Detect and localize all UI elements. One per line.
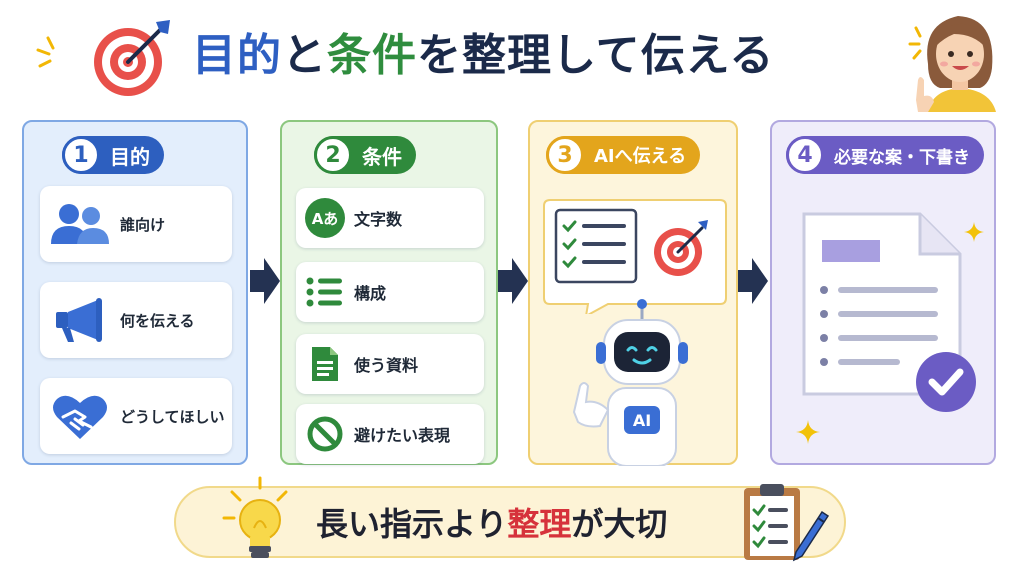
list-item: 構成 — [296, 262, 484, 322]
lightbulb-icon — [222, 476, 288, 558]
step-panel-purpose: 1 目的 誰向け 何を伝える — [22, 120, 248, 465]
handshake-heart-icon — [53, 395, 107, 439]
sparkle-lines-icon — [908, 26, 922, 60]
item-label: どうしてほしい — [120, 407, 225, 426]
step-header: 3 AIへ伝える — [546, 136, 701, 174]
target-icon — [654, 220, 708, 276]
sparkle-lines-icon — [36, 36, 55, 68]
item-label: 誰向け — [120, 215, 166, 234]
item-label: 文字数 — [354, 210, 403, 229]
item-label: 構成 — [354, 284, 387, 303]
takeaway-part1: 長い指示より — [316, 505, 508, 543]
document-icon — [312, 347, 338, 381]
step-header: 2 条件 — [314, 136, 416, 174]
prohibited-icon — [307, 416, 343, 452]
megaphone-icon — [56, 298, 102, 342]
takeaway-banner: 長い指示より整理が大切 — [174, 476, 846, 562]
title-purpose: 目的 — [192, 30, 282, 81]
step-number: 2 — [314, 136, 352, 174]
check-circle-icon — [916, 352, 976, 412]
item-label: 使う資料 — [354, 356, 419, 375]
list-item: 使う資料 — [296, 334, 484, 394]
step-number: 1 — [62, 136, 100, 174]
step-number: 3 — [546, 136, 584, 174]
list-item: 何を伝える — [40, 282, 232, 358]
title-particle: と — [282, 30, 327, 81]
woman-avatar-icon — [916, 16, 996, 112]
takeaway-highlight: 整理 — [507, 505, 572, 543]
page-title: 目的と条件を整理して伝える — [192, 26, 912, 86]
item-label: 何を伝える — [120, 311, 195, 330]
target-icon — [94, 20, 170, 96]
step-header: 1 目的 — [62, 136, 164, 174]
sparkle-icon — [796, 420, 820, 444]
step-panel-draft: 4 必要な案・下書き — [770, 120, 996, 465]
checklist-icon — [554, 208, 638, 284]
list-item: Aあ 文字数 — [296, 188, 484, 248]
list-icon — [306, 277, 342, 307]
step-panel-conditions: 2 条件 Aあ 文字数 構成 — [280, 120, 498, 465]
title-rest: を整理して伝える — [417, 30, 775, 81]
step-title: 目的 — [110, 144, 150, 169]
step-title: AIへ伝える — [594, 146, 687, 167]
clipboard-pen-icon — [744, 484, 830, 562]
step-header: 4 必要な案・下書き — [786, 136, 984, 174]
speech-bubble — [543, 199, 727, 314]
header: 目的と条件を整理して伝える — [0, 0, 1024, 112]
list-item: 誰向け — [40, 186, 232, 262]
item-label: 避けたい表現 — [354, 426, 451, 445]
arrow-right-icon — [738, 258, 768, 304]
list-item: 避けたい表現 — [296, 404, 484, 464]
list-item: どうしてほしい — [40, 378, 232, 454]
arrow-right-icon — [250, 258, 280, 304]
draft-document-icon — [802, 212, 976, 412]
arrow-right-icon — [498, 258, 528, 304]
step-title: 条件 — [362, 144, 402, 169]
title-conditions: 条件 — [327, 30, 417, 81]
step-panel-tell-ai: 3 AIへ伝える — [528, 120, 738, 466]
robot-badge: AI — [633, 411, 651, 430]
sparkle-icon — [964, 222, 984, 242]
step-number: 4 — [786, 136, 824, 174]
takeaway-text: 長い指示より整理が大切 — [316, 504, 667, 544]
character-count-icon: Aあ — [305, 198, 345, 238]
step-title: 必要な案・下書き — [834, 147, 970, 168]
takeaway-part2: が大切 — [571, 505, 668, 543]
robot-icon: AI — [572, 299, 688, 466]
people-icon — [51, 204, 109, 244]
